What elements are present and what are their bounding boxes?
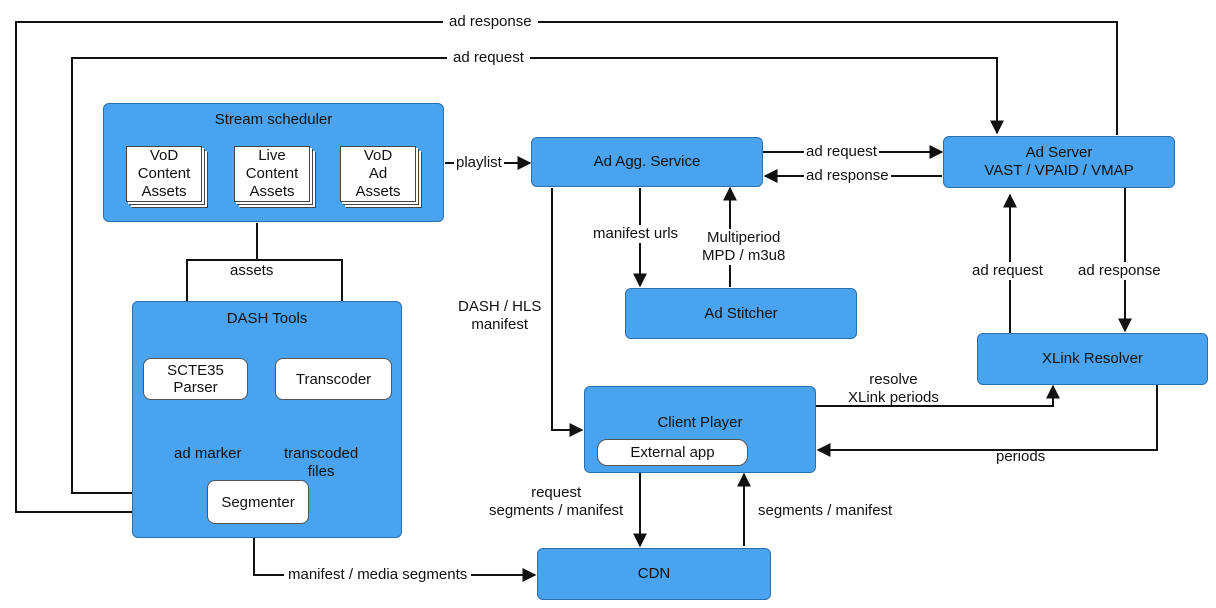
edge-top-ad-request — [71, 57, 1004, 494]
label-agg-ad-request: ad request — [804, 143, 879, 161]
label-xlink-ad-request: ad request — [970, 262, 1045, 280]
vod-ad-assets: VoD Ad Assets — [340, 146, 416, 202]
label-segments-manifest: segments / manifest — [758, 502, 893, 519]
label-xlink-ad-response: ad response — [1076, 262, 1163, 280]
ad-server: Ad Server VAST / VPAID / VMAP — [943, 136, 1175, 188]
label-transcoded-files: transcoded files — [284, 445, 359, 480]
dash-tools-label: DASH Tools — [226, 310, 308, 327]
label-ad-marker: ad marker — [174, 445, 242, 462]
label-assets: assets — [230, 262, 274, 279]
xlink-resolver: XLink Resolver — [977, 333, 1208, 385]
stream-scheduler-label: Stream scheduler — [214, 111, 333, 128]
edge-top-ad-response — [15, 21, 1118, 519]
edge-periods — [816, 385, 1158, 457]
label-agg-ad-response: ad response — [804, 167, 891, 185]
vod-content-assets: VoD Content Assets — [126, 146, 202, 202]
live-content-assets: Live Content Assets — [234, 146, 310, 202]
label-manifest-media-segments: manifest / media segments — [284, 566, 472, 584]
segmenter: Segmenter — [207, 480, 309, 524]
label-request-segments: request segments / manifest — [489, 484, 624, 519]
cdn: CDN — [537, 548, 771, 600]
label-resolve-xlink: resolve XLink periods — [848, 371, 939, 406]
label-playlist: playlist — [454, 154, 504, 172]
edge-dash-hls-manifest — [551, 188, 584, 437]
ad-agg-service: Ad Agg. Service — [531, 137, 763, 187]
label-dash-hls-manifest: DASH / HLS manifest — [458, 298, 542, 333]
edge-resolve-xlink — [815, 384, 1060, 407]
label-multiperiod: Multiperiod MPD / m3u8 — [700, 229, 788, 265]
external-app: External app — [597, 439, 748, 466]
label-top-ad-request: ad request — [447, 49, 530, 67]
scte35-parser: SCTE35 Parser — [143, 358, 248, 400]
label-top-ad-response: ad response — [443, 13, 538, 31]
ad-stitcher: Ad Stitcher — [625, 288, 857, 339]
label-periods: periods — [996, 448, 1046, 465]
transcoder: Transcoder — [275, 358, 392, 400]
label-manifest-urls: manifest urls — [591, 225, 681, 243]
